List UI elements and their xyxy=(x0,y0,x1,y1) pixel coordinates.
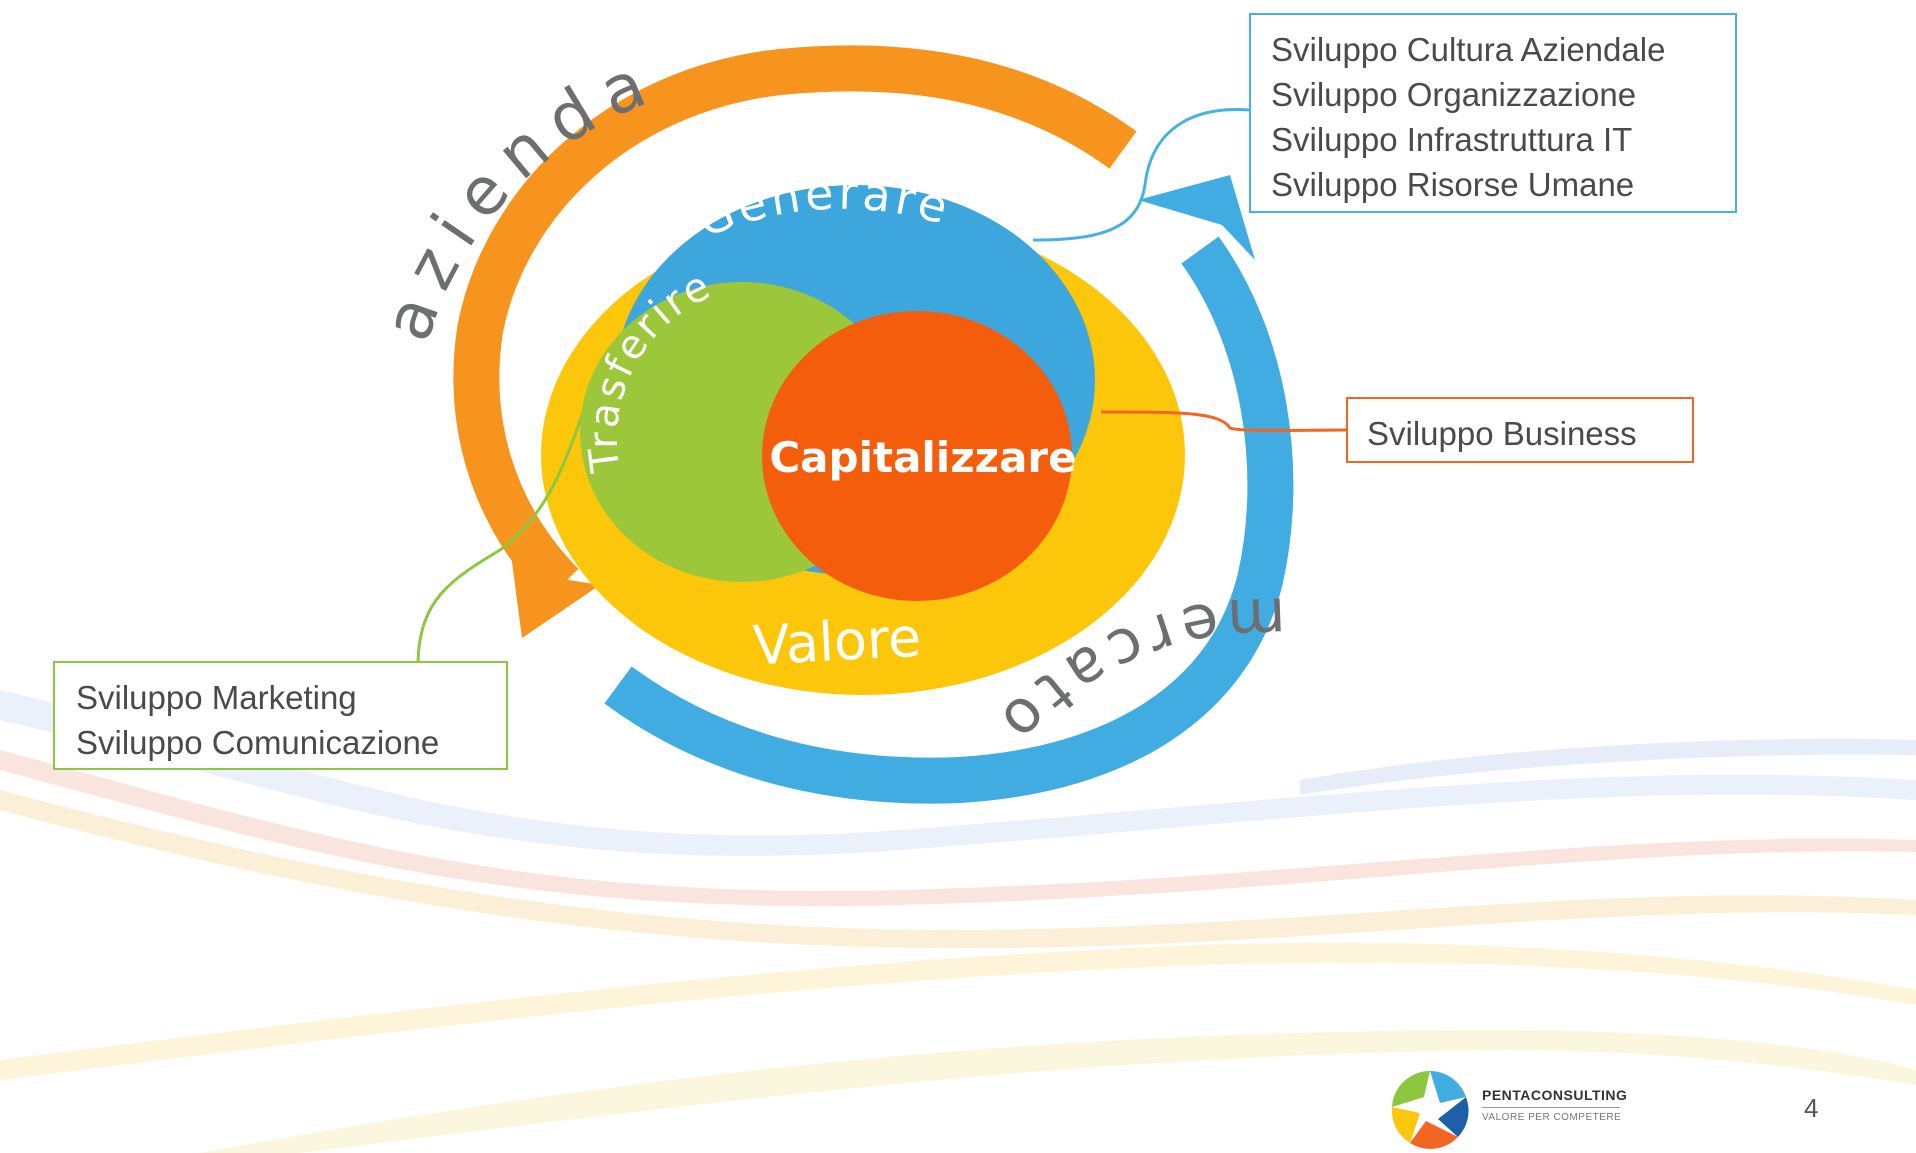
azienda-arrow xyxy=(453,45,1137,638)
generare-callout: Sviluppo Cultura Aziendale Sviluppo Orga… xyxy=(1249,13,1737,213)
capitalizzare-label: Capitalizzare xyxy=(769,433,1076,482)
logo-divider xyxy=(1482,1107,1620,1108)
capitalizzare-connector xyxy=(1100,410,1347,432)
capitalizzare-callout: Sviluppo Business xyxy=(1346,397,1694,463)
page-number: 4 xyxy=(1804,1093,1819,1123)
logo-name: PENTACONSULTING xyxy=(1482,1087,1628,1103)
callout-line: Sviluppo Infrastruttura IT xyxy=(1271,121,1633,158)
callout-line: Sviluppo Cultura Aziendale xyxy=(1271,31,1666,68)
callout-line: Sviluppo Marketing xyxy=(76,679,357,716)
callout-line: Sviluppo Risorse Umane xyxy=(1271,166,1635,203)
callout-line: Sviluppo Comunicazione xyxy=(76,724,440,761)
capitalizzare-circle xyxy=(762,311,1072,601)
logo-mark-icon xyxy=(1391,1071,1469,1149)
trasferire-callout: Sviluppo Marketing Sviluppo Comunicazion… xyxy=(53,661,508,770)
valore-label: Valore xyxy=(751,606,922,678)
callout-line: Sviluppo Business xyxy=(1367,415,1637,452)
mercato-arrow xyxy=(604,175,1294,804)
pentaconsulting-logo: PENTACONSULTING VALORE PER COMPETERE xyxy=(1388,1067,1638,1151)
generare-connector xyxy=(1032,108,1251,242)
logo-tagline: VALORE PER COMPETERE xyxy=(1482,1112,1622,1123)
callout-line: Sviluppo Organizzazione xyxy=(1271,76,1637,113)
trasferire-connector xyxy=(416,414,584,662)
